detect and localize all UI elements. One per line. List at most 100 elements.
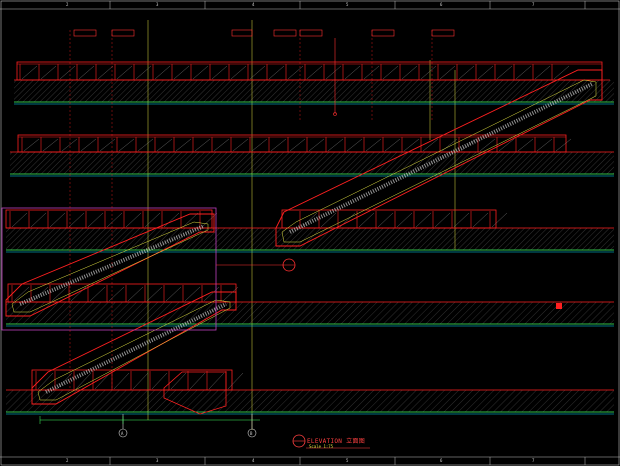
selection-box — [1, 207, 217, 331]
top-ruler-7: 7 — [532, 2, 535, 7]
bottom-ruler-7: 7 — [532, 458, 535, 463]
glass-panel-hatch — [365, 138, 382, 152]
floor-3 — [5, 209, 614, 253]
glass-panel-hatch — [491, 212, 508, 228]
escalator-upper-right — [275, 69, 603, 247]
glass-panel-hatch — [553, 65, 570, 80]
bottom-ruler-6: 6 — [440, 458, 443, 463]
bottom-ruler-2: 2 — [66, 458, 69, 463]
floor-1 — [14, 61, 614, 105]
glass-panel-hatch — [363, 65, 380, 80]
glass-panel-hatch — [156, 138, 173, 152]
glass-panel-hatch — [13, 286, 30, 302]
glass-panel-hatch — [460, 138, 477, 152]
glass-panel-hatch — [434, 212, 451, 228]
glass-panel-hatch — [127, 286, 144, 302]
glass-panel-hatch — [422, 138, 439, 152]
glass-panel-hatch — [78, 65, 95, 80]
glass-panel-hatch — [80, 138, 97, 152]
top-ruler-3: 3 — [156, 2, 159, 7]
glass-panel-hatch — [165, 286, 182, 302]
glass-panel-hatch — [208, 372, 225, 390]
section-callout — [216, 258, 296, 272]
glass-panel-hatch — [384, 138, 401, 152]
grid-bubbles — [118, 414, 257, 438]
glass-panel-hatch — [308, 138, 325, 152]
glass-panel-hatch — [56, 372, 73, 390]
glass-panel-hatch — [170, 372, 187, 390]
glass-panel-hatch — [377, 212, 394, 228]
glass-panel-hatch — [327, 138, 344, 152]
glass-panel-hatch — [175, 138, 192, 152]
glass-panel-hatch — [11, 212, 28, 228]
glass-panel-hatch — [151, 372, 168, 390]
glass-panel-hatch — [477, 65, 494, 80]
glass-panel-hatch — [401, 65, 418, 80]
floor-5 — [6, 369, 614, 415]
bottom-ruler-4: 4 — [252, 458, 255, 463]
glass-panel-hatch — [306, 65, 323, 80]
glass-panel-hatch — [203, 286, 220, 302]
glass-panel-hatch — [87, 212, 104, 228]
glass-panel-hatch — [249, 65, 266, 80]
glass-panel-hatch — [439, 65, 456, 80]
glass-panel-hatch — [534, 65, 551, 80]
grid-bubble-b: B — [250, 431, 253, 436]
floor-4 — [6, 283, 614, 327]
glass-panel-hatch — [108, 286, 125, 302]
glass-panel-hatch — [344, 65, 361, 80]
glass-panel-hatch — [23, 138, 40, 152]
glass-panel-hatch — [232, 138, 249, 152]
glass-panel-hatch — [173, 65, 190, 80]
glass-panel-hatch — [37, 372, 54, 390]
glass-panel-hatch — [42, 138, 59, 152]
red-marker — [556, 303, 562, 309]
drawing-title: ELEVATION 立面图 — [307, 438, 366, 445]
bottom-ruler-3: 3 — [156, 458, 159, 463]
annotation-callouts — [73, 29, 455, 116]
glass-panel-hatch — [555, 138, 572, 152]
bottom-ruler-5: 5 — [346, 458, 349, 463]
glass-panel-hatch — [144, 212, 161, 228]
glass-panel-hatch — [458, 65, 475, 80]
glass-panel-hatch — [498, 138, 515, 152]
glass-panel-hatch — [213, 138, 230, 152]
glass-panel-hatch — [287, 65, 304, 80]
glass-panel-hatch — [118, 138, 135, 152]
glass-panel-hatch — [154, 65, 171, 80]
glass-panel-hatch — [382, 65, 399, 80]
glass-panel-hatch — [230, 65, 247, 80]
grid-bubble-a: A — [121, 431, 124, 436]
glass-panel-hatch — [184, 286, 201, 302]
top-ruler-4: 4 — [252, 2, 255, 7]
glass-panel-hatch — [61, 138, 78, 152]
floor-2 — [10, 134, 614, 177]
glass-panel-hatch — [99, 138, 116, 152]
glass-panel-hatch — [270, 138, 287, 152]
glass-panel-hatch — [49, 212, 66, 228]
glass-panel-hatch — [403, 138, 420, 152]
glass-panel-hatch — [106, 212, 123, 228]
glass-panel-hatch — [97, 65, 114, 80]
glass-panel-hatch — [415, 212, 432, 228]
top-ruler-5: 5 — [346, 2, 349, 7]
glass-panel-hatch — [515, 65, 532, 80]
ruler-ticks — [109, 1, 586, 465]
glass-panel-hatch — [227, 372, 244, 390]
glass-panel-hatch — [189, 372, 206, 390]
glass-panel-hatch — [125, 212, 142, 228]
glass-panel-hatch — [325, 65, 342, 80]
glass-panel-hatch — [182, 212, 199, 228]
drawing-scale: Scale 1:75 — [309, 444, 334, 449]
glass-panel-hatch — [201, 212, 218, 228]
glass-panel-hatch — [222, 286, 239, 302]
glass-panel-hatch — [420, 65, 437, 80]
glass-panel-hatch — [251, 138, 268, 152]
glass-panel-hatch — [163, 212, 180, 228]
glass-panel-hatch — [68, 212, 85, 228]
glass-panel-hatch — [135, 65, 152, 80]
glass-panel-hatch — [113, 372, 130, 390]
